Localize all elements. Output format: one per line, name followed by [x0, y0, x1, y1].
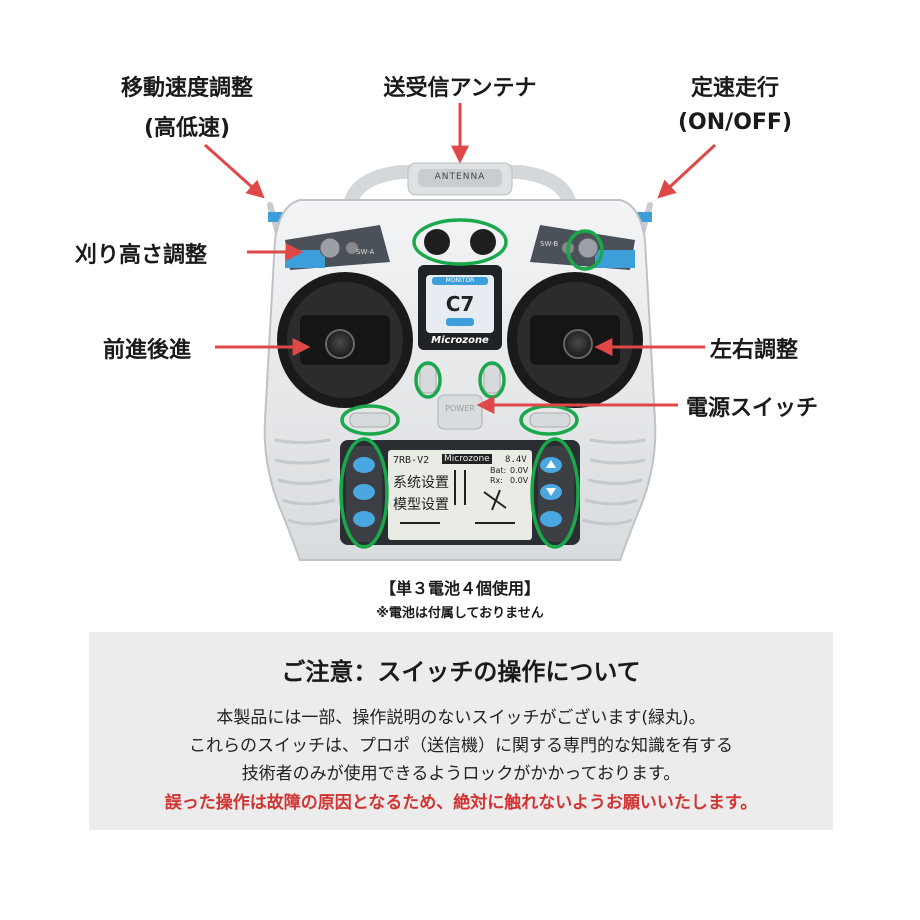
notice-title: ご注意：スイッチの操作について [281, 658, 641, 686]
callout-speed-line2: (高低速) [143, 116, 231, 141]
sw-a-label: SW-A [356, 248, 375, 256]
monitor-header: MONITOR [445, 277, 475, 284]
lcd-screen [388, 450, 532, 540]
notice-line3: 技術者のみが使用できるようロックがかかっております。 [241, 764, 681, 784]
notice-line2: これらのスイッチは、プロポ（送信機）に関する専門的な知識を有する [189, 736, 733, 756]
monitor-model: C7 [445, 292, 475, 316]
notice-box: ご注意：スイッチの操作について 本製品には一部、操作説明のないスイッチがございま… [89, 632, 833, 830]
callout-cruise-line2: (ON/OFF) [677, 110, 793, 135]
right-stick [563, 329, 593, 359]
callout-forward-back: 前進後進 [103, 338, 192, 363]
lcd-rx-value: 0.0V [510, 476, 529, 485]
battery-line1: 【単３電池４個使用】 [379, 579, 540, 598]
arrow-cruise [657, 143, 717, 199]
device-brand: Microzone [431, 335, 489, 346]
callout-cruise: 定速走行 (ON/OFF) [640, 70, 830, 135]
callout-left-right: 左右調整 [710, 338, 799, 363]
battery-line2: ※電池は付属しておりません [376, 606, 544, 621]
notice-line1: 本製品には一部、操作説明のないスイッチがございます(緑丸)。 [216, 708, 706, 728]
antenna-plate-text: ANTENNA [434, 172, 486, 182]
lcd-bat-label: Bat: [490, 466, 507, 475]
lcd-menu-model: 模型设置 [393, 497, 449, 513]
arrow-speed [203, 143, 265, 199]
callout-speed: 移動速度調整 (高低速) [92, 70, 282, 142]
callout-antenna: 送受信アンテナ [383, 76, 537, 101]
lcd-menu-system: 系统设置 [393, 475, 449, 491]
callout-mow-height: 刈り高さ調整 [75, 243, 208, 268]
lcd-battery: 8.4V [505, 455, 527, 465]
power-button-label: POWER [445, 404, 475, 413]
lcd-rx-label: Rx: [490, 476, 503, 485]
lcd-brand: Microzone [442, 454, 492, 464]
notice-warning: 誤った操作は故障の原因となるため、絶対に触れないようお願いいたします。 [164, 793, 758, 813]
lcd-model: 7RB-V2 [393, 455, 430, 466]
callout-power-switch: 電源スイッチ [686, 396, 819, 421]
lcd-bat-value: 0.0V [510, 466, 529, 475]
sw-b-label: SW-B [540, 240, 559, 248]
callout-cruise-line1: 定速走行 [690, 76, 779, 101]
monitor-screen [426, 275, 494, 333]
locked-switch-markers [339, 218, 604, 549]
callout-speed-line1: 移動速度調整 [120, 76, 253, 101]
left-stick [325, 329, 355, 359]
